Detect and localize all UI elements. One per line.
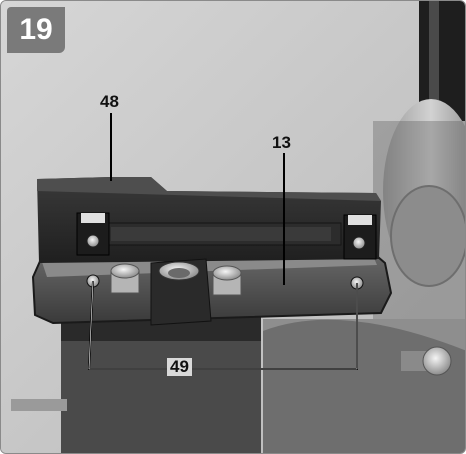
figure-number: 19 <box>19 13 53 46</box>
clamp-left-screw <box>86 234 100 248</box>
center-socket-hole <box>168 268 190 278</box>
saw-arm-highlight <box>429 1 439 111</box>
callout-48: 48 <box>100 92 119 111</box>
figure-number-badge: 19 <box>7 7 65 53</box>
leader-49-right-white <box>191 283 358 370</box>
rod <box>11 399 67 411</box>
callout-13: 13 <box>272 133 291 152</box>
fence-slot-inner <box>111 227 331 241</box>
motor-cap <box>390 185 465 287</box>
bolt-right-top <box>212 265 242 281</box>
callout-49: 49 <box>167 358 192 376</box>
leader-49-left-white <box>88 280 167 370</box>
fence-top-edge <box>37 177 381 201</box>
bolt-left-top <box>110 263 140 279</box>
saw-table-curve <box>263 319 465 453</box>
clamp-left-cap <box>81 213 105 223</box>
clamp-right-screw <box>352 236 366 250</box>
side-knob <box>422 346 452 376</box>
clamp-right-cap <box>348 215 372 225</box>
